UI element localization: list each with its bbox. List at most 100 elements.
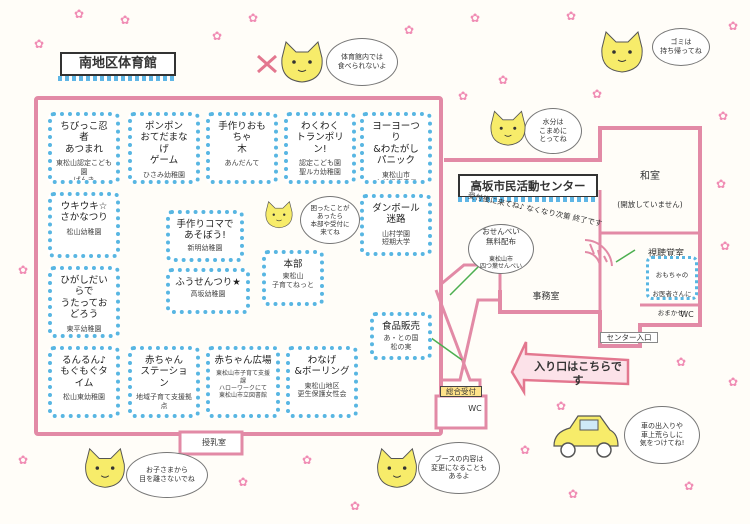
flower-icon: ✿ bbox=[212, 29, 223, 43]
flower-icon: ✿ bbox=[720, 239, 731, 253]
junyu-room bbox=[178, 430, 244, 456]
bubble-booth-change: ブースの内容は 変更になることも あるよ bbox=[418, 442, 500, 494]
toy-doctor-box: おもちゃの お医者さんに おまかせ! bbox=[646, 256, 698, 317]
booth-org: 認定こども園 聖ルカ幼稚園 bbox=[299, 159, 341, 176]
booth-name: ひがしだいらで うたっておどろう bbox=[60, 275, 108, 321]
bubble-take-trash: ゴミは 持ち帰ってね bbox=[652, 28, 710, 66]
booth-ukiuki[interactable]: ウキウキ☆ さかなつり 松山幼稚園 bbox=[48, 192, 120, 258]
room-jimushitsu: 事務室 bbox=[532, 292, 560, 302]
osenbei-label: おせんべい 無料配布 bbox=[482, 227, 520, 246]
cat-icon bbox=[281, 41, 323, 83]
washitsu-note: (開放していません) bbox=[617, 199, 683, 209]
bubble-help: 困ったことが あったら 本部や受付に 来てね bbox=[300, 196, 360, 244]
booth-org: 東松山 子育てねっと bbox=[272, 272, 314, 289]
booth-tezukuri-koma[interactable]: 手作りコマで あそぼう! 新明幼稚園 bbox=[166, 210, 244, 262]
booth-wakuwaku[interactable]: わくわく トランポリン! 認定こども園 聖ルカ幼稚園 bbox=[284, 112, 356, 184]
booth-org: 高坂幼稚園 bbox=[190, 290, 226, 299]
x-mark-icon bbox=[257, 54, 277, 74]
center-wall bbox=[444, 126, 702, 348]
entrance-arrow bbox=[510, 341, 630, 397]
flower-icon: ✿ bbox=[248, 11, 259, 25]
booth-name: わくわく トランポリン! bbox=[296, 121, 344, 155]
booth-org: 松山東幼稚園 bbox=[63, 393, 105, 402]
cat-icon bbox=[490, 110, 526, 146]
flower-icon: ✿ bbox=[728, 375, 739, 389]
flower-icon: ✿ bbox=[498, 73, 509, 87]
booth-name: ウキウキ☆ さかなつり bbox=[60, 201, 108, 224]
toy-doctor-text: おもちゃの お医者さんに おまかせ! bbox=[652, 271, 692, 317]
cat-icon bbox=[85, 447, 125, 488]
flower-icon: ✿ bbox=[302, 453, 313, 467]
room-washitsu[interactable]: 和室 (開放していません) bbox=[602, 160, 698, 220]
booth-tezukuri[interactable]: 手作りおもちゃ 木 あんだんて bbox=[206, 112, 278, 184]
wc-gym: WC bbox=[468, 404, 482, 413]
cat-icon bbox=[377, 447, 417, 488]
center-title-underline bbox=[458, 197, 598, 202]
flower-icon: ✿ bbox=[34, 37, 45, 51]
washitsu-name: 和室 bbox=[640, 170, 660, 182]
flower-icon: ✿ bbox=[728, 19, 739, 33]
booth-yoyo[interactable]: ヨーヨーつり &わたがし パニック 東松山市 主任児童委員 bbox=[360, 112, 432, 184]
flower-icon: ✿ bbox=[716, 177, 727, 191]
center-title-text: 高坂市民活動センター bbox=[470, 179, 586, 193]
booth-org: 地域子育て支援拠点 bbox=[136, 393, 192, 410]
nursing-room-label: 授乳室 bbox=[202, 438, 226, 447]
booth-name: 手作りおもちゃ 木 bbox=[218, 121, 266, 155]
booth-name: るんるん♪ もぐもぐタイム bbox=[60, 355, 108, 389]
booth-higashi[interactable]: ひがしだいらで うたっておどろう 東平幼稚園 bbox=[48, 266, 120, 338]
flower-icon: ✿ bbox=[520, 443, 531, 457]
reception-label: 総合受付 bbox=[440, 386, 482, 398]
booth-name: ヨーヨーつり &わたがし パニック bbox=[372, 121, 420, 167]
booth-danboru[interactable]: ダンボール迷路 山村学園 短期大学 bbox=[360, 194, 432, 256]
booth-fusen[interactable]: ふうせんつり★ 高坂幼稚園 bbox=[166, 268, 250, 314]
flower-icon: ✿ bbox=[74, 7, 85, 21]
osenbei-bubble: おせんべい 無料配布 東松山市 四つ葉せんべい bbox=[468, 224, 534, 274]
flower-icon: ✿ bbox=[592, 87, 603, 101]
flower-icon: ✿ bbox=[684, 479, 695, 493]
booth-org: 東松山地区 更生保護女性会 bbox=[297, 381, 347, 399]
flower-icon: ✿ bbox=[568, 487, 579, 501]
booth-name: わなげ &ボーリング bbox=[294, 355, 350, 378]
booth-name: 赤ちゃん広場 bbox=[214, 355, 272, 366]
flower-icon: ✿ bbox=[470, 11, 481, 25]
flower-icon: ✿ bbox=[566, 9, 577, 23]
booth-name: 赤ちゃん ステーション bbox=[140, 355, 188, 389]
room-shicho[interactable]: 視聴覚室 bbox=[636, 238, 696, 271]
flower-icon: ✿ bbox=[556, 399, 567, 413]
car-icon bbox=[553, 415, 619, 458]
bubble-car-caution: 車の出入りや 車上荒らしに 気をつけてね! bbox=[624, 406, 700, 464]
gym-title-underline bbox=[58, 76, 174, 81]
flower-icon: ✿ bbox=[18, 453, 29, 467]
booth-name: ふうせんつり★ bbox=[175, 277, 241, 288]
bubble-no-food: 体育館内では 食べられないよ bbox=[326, 38, 398, 86]
booth-name: ダンボール迷路 bbox=[372, 203, 420, 226]
gym-title: 南地区体育館 bbox=[60, 52, 176, 76]
bubble-watch-children: お子さまから 目を離さないでね bbox=[126, 452, 208, 498]
booth-akachan-hiroba[interactable]: 赤ちゃん広場 東松山市子育て支援課 ハローワークにて 東松山市立図書館 bbox=[206, 346, 280, 418]
booth-runrun[interactable]: るんるん♪ もぐもぐタイム 松山東幼稚園 bbox=[48, 346, 120, 418]
gym-title-text: 南地区体育館 bbox=[78, 56, 157, 71]
booth-chibikko[interactable]: ちびっこ忍者 あつまれ 東松山認定こども園 げんき bbox=[48, 112, 120, 184]
booth-ponpon[interactable]: ポンポン おてだまなげ ゲーム ひさみ幼稚園 bbox=[128, 112, 200, 184]
booth-shokuhin[interactable]: 食品販売 あ・との国 松の実 bbox=[370, 312, 432, 360]
booth-akachan-station[interactable]: 赤ちゃん ステーション 地域子育て支援拠点 bbox=[128, 346, 200, 418]
booth-name: 手作りコマで あそぼう! bbox=[176, 219, 234, 242]
cat-icon bbox=[265, 200, 293, 229]
bubble-water: 水分は こまめに とってね bbox=[524, 108, 582, 154]
booth-name: ポンポン おてだまなげ ゲーム bbox=[140, 121, 188, 167]
flower-icon: ✿ bbox=[458, 89, 469, 103]
osenbei-org: 東松山市 四つ葉せんべい bbox=[479, 255, 522, 271]
booth-name: ちびっこ忍者 あつまれ bbox=[60, 121, 108, 155]
booth-org: 東平幼稚園 bbox=[66, 324, 102, 333]
entrance-sign: 入り口はこちらです bbox=[534, 360, 622, 387]
flower-icon: ✿ bbox=[18, 263, 29, 277]
booth-org: あ・との国 松の実 bbox=[383, 334, 419, 351]
booth-org: 東松山認定こども園 げんき bbox=[56, 159, 112, 184]
booth-honbu[interactable]: 本部 東松山 子育てねっと bbox=[262, 250, 324, 306]
booth-org: ひさみ幼稚園 bbox=[143, 170, 185, 179]
stairs bbox=[584, 239, 613, 267]
booth-wanage[interactable]: わなげ &ボーリング 東松山地区 更生保護女性会 bbox=[286, 346, 358, 418]
corridor-wall bbox=[439, 263, 502, 382]
